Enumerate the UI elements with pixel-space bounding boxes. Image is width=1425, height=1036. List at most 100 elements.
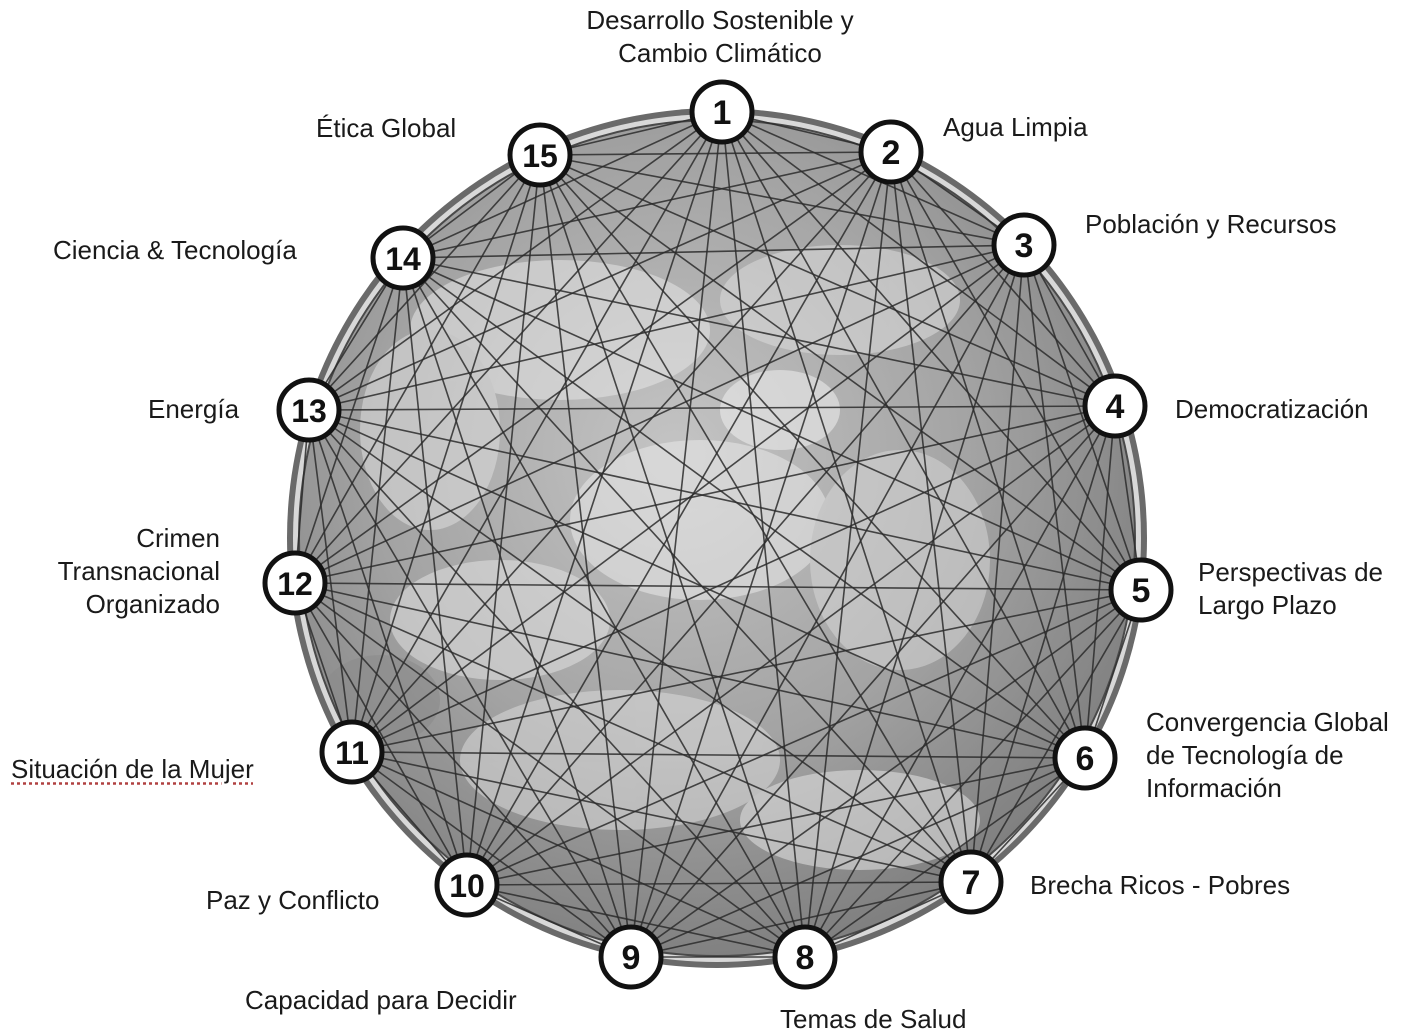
- node-12: 12: [262, 550, 328, 616]
- link-4-11: [351, 405, 1116, 753]
- link-6-13: [308, 409, 1086, 759]
- node-5-circle: [1108, 557, 1174, 623]
- node-5-number: 5: [1132, 572, 1151, 610]
- node-label-5-line-2: Largo Plazo: [1198, 590, 1337, 620]
- node-7: 7: [938, 849, 1004, 915]
- node-13-number: 13: [291, 393, 327, 429]
- link-2-13: [308, 151, 892, 411]
- link-6-15: [539, 154, 1086, 759]
- node-label-1-line-1: Desarrollo Sostenible y: [586, 5, 854, 35]
- link-12-14: [294, 257, 404, 584]
- node-3: 3: [991, 212, 1057, 278]
- node-label-5: Perspectivas de Largo Plazo: [1198, 556, 1383, 622]
- link-3-15: [539, 154, 1025, 246]
- link-9-11: [351, 751, 632, 958]
- link-5-10: [466, 589, 1142, 886]
- node-14-circle: [370, 225, 436, 291]
- link-6-11: [351, 751, 1086, 759]
- link-2-4: [890, 151, 1116, 407]
- link-4-15: [539, 154, 1116, 407]
- node-label-1: Desarrollo Sostenible y Cambio Climático: [560, 4, 880, 70]
- link-3-6: [1023, 244, 1086, 759]
- link-13-15: [308, 154, 541, 411]
- link-1-11: [351, 111, 723, 753]
- link-6-12: [294, 582, 1086, 759]
- node-15-circle: [507, 122, 573, 188]
- node-15: 15: [507, 122, 573, 188]
- link-1-9: [630, 111, 723, 958]
- node-label-11-line-1: Situación de la Mujer: [11, 753, 254, 786]
- link-7-10: [466, 881, 972, 886]
- links-layer: [294, 111, 1142, 958]
- link-9-15: [539, 154, 632, 958]
- link-6-14: [402, 257, 1086, 759]
- node-11: 11: [319, 719, 385, 785]
- node-6-circle: [1052, 725, 1118, 791]
- node-11-number: 11: [335, 735, 369, 771]
- node-label-7-line-1: Brecha Ricos - Pobres: [1030, 870, 1291, 900]
- link-2-12: [294, 151, 892, 584]
- node-label-9: Capacidad para Decidir: [245, 984, 517, 1017]
- node-1-number: 1: [713, 94, 732, 132]
- node-label-8-line-1: Temas de Salud: [780, 1004, 967, 1034]
- node-9-number: 9: [622, 939, 641, 977]
- node-label-10: Paz y Conflicto: [206, 884, 379, 917]
- node-label-2-line-1: Agua Limpia: [943, 112, 1088, 142]
- node-label-8: Temas de Salud: [780, 1003, 966, 1036]
- link-3-12: [294, 244, 1025, 584]
- link-4-9: [630, 405, 1116, 958]
- node-14-number: 14: [385, 241, 421, 277]
- link-7-12: [294, 582, 972, 883]
- node-6-number: 6: [1076, 740, 1095, 778]
- link-7-9: [630, 881, 972, 958]
- link-10-13: [308, 409, 468, 886]
- node-10: 10: [434, 852, 500, 918]
- link-10-14: [402, 257, 468, 886]
- node-14: 14: [370, 225, 436, 291]
- link-6-8: [804, 757, 1086, 958]
- node-label-6-line-3: Información: [1146, 773, 1282, 803]
- link-1-10: [466, 111, 723, 886]
- link-1-7: [721, 111, 972, 883]
- node-label-3-line-1: Población y Recursos: [1085, 209, 1337, 239]
- link-1-6: [721, 111, 1086, 759]
- link-2-8: [804, 151, 892, 958]
- node-label-15-line-1: Ética Global: [316, 113, 457, 143]
- node-label-11: Situación de la Mujer: [11, 753, 254, 786]
- node-label-13: Energía: [148, 393, 239, 426]
- link-2-7: [890, 151, 972, 883]
- node-label-4-line-1: Democratización: [1175, 394, 1369, 424]
- node-11-circle: [319, 719, 385, 785]
- node-4-circle: [1082, 373, 1148, 439]
- link-3-5: [1023, 244, 1142, 591]
- node-label-6: Convergencia Global de Tecnología de Inf…: [1146, 706, 1389, 805]
- node-7-circle: [938, 849, 1004, 915]
- link-8-13: [308, 409, 806, 958]
- node-13: 13: [276, 377, 342, 443]
- link-7-15: [539, 154, 972, 883]
- node-label-3: Población y Recursos: [1085, 208, 1336, 241]
- node-label-12-line-3: Organizado: [85, 589, 220, 619]
- link-1-14: [402, 111, 723, 259]
- node-label-13-line-1: Energía: [148, 394, 240, 424]
- link-2-5: [890, 151, 1142, 591]
- node-15-number: 15: [522, 138, 558, 174]
- link-6-10: [466, 757, 1086, 886]
- node-10-number: 10: [449, 868, 485, 904]
- node-label-12: Crimen Transnacional Organizado: [20, 522, 220, 621]
- link-1-12: [294, 111, 723, 584]
- link-4-8: [804, 405, 1116, 958]
- node-label-10-line-1: Paz y Conflicto: [206, 885, 380, 915]
- link-3-7: [970, 244, 1025, 883]
- link-11-14: [351, 257, 404, 753]
- node-label-4: Democratización: [1175, 393, 1369, 426]
- node-label-14-line-1: Ciencia & Tecnología: [53, 235, 297, 265]
- link-1-4: [721, 111, 1116, 407]
- link-2-6: [890, 151, 1086, 759]
- node-8-circle: [772, 924, 838, 990]
- node-12-circle: [262, 550, 328, 616]
- link-3-8: [804, 244, 1025, 958]
- link-11-13: [308, 409, 353, 753]
- node-1: 1: [689, 79, 755, 145]
